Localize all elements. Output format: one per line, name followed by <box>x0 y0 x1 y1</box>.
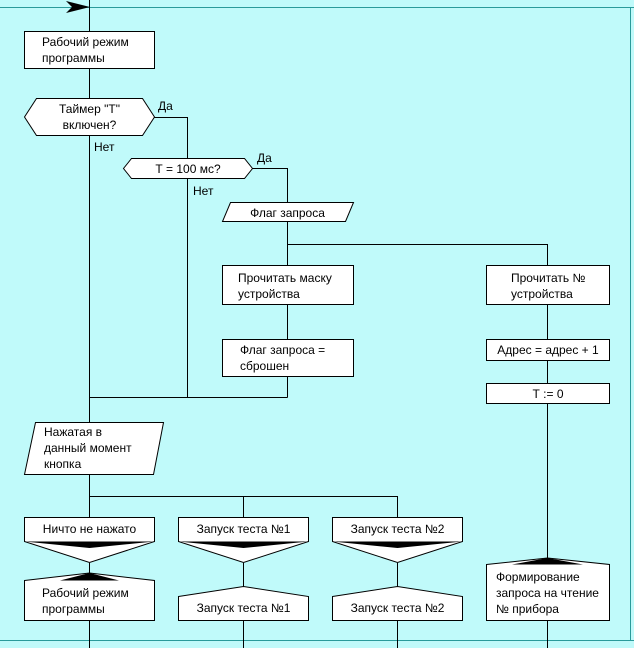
entry-arrow-icon <box>66 1 90 13</box>
t100-no-label: Нет <box>193 184 214 198</box>
case-nothing <box>24 517 155 564</box>
form-request-label: Формирование запроса на чтение № прибора <box>496 570 599 616</box>
test1-box <box>178 585 309 621</box>
nothing-pressed-label: Ничто не нажато <box>42 522 137 536</box>
read-number-box <box>486 265 610 305</box>
timer-yes-label: Да <box>158 99 173 113</box>
read-mask-box <box>222 265 354 305</box>
timer-no-label: Нет <box>94 140 115 154</box>
pressed-button-label: Нажатая в данный момент кнопка <box>44 425 132 471</box>
work-mode-bottom-box <box>24 572 155 621</box>
request-flag-io <box>221 202 355 222</box>
t100-decision <box>122 158 254 179</box>
t100-yes-label: Да <box>257 151 272 165</box>
work-mode-top-box <box>24 31 155 69</box>
t-reset-label: Т := 0 <box>532 387 564 401</box>
start-test1-case-label: Запуск теста №1 <box>196 522 291 536</box>
timer-decision <box>23 98 156 136</box>
case-test2 <box>332 517 463 564</box>
address-inc-label: Адрес = адрес + 1 <box>497 343 599 357</box>
flag-reset-label: Флаг запроса = сброшен <box>240 343 326 373</box>
read-number-label: Прочитать № устройства <box>511 271 586 301</box>
shapes <box>23 31 610 621</box>
form-request-box <box>486 557 610 621</box>
request-flag-label: Флаг запроса <box>250 206 325 220</box>
flag-reset-box <box>222 339 354 377</box>
start-test1-label: Запуск теста №1 <box>196 601 291 615</box>
pressed-button-io <box>23 422 165 475</box>
test2-box <box>332 585 463 621</box>
black-markers <box>24 541 583 581</box>
address-inc-box <box>486 339 610 361</box>
case-test1 <box>178 517 309 564</box>
start-test2-label: Запуск теста №2 <box>350 601 445 615</box>
read-mask-label: Прочитать маску устройства <box>238 271 332 301</box>
start-test2-case-label: Запуск теста №2 <box>350 522 445 536</box>
work-mode-top-label: Рабочий режим программы <box>42 35 129 65</box>
timer-question-label: Таймер "Т" включен? <box>59 102 120 132</box>
t100-question-label: Т = 100 мс? <box>155 162 221 176</box>
t-reset-box <box>486 383 610 404</box>
work-mode-bottom-label: Рабочий режим программы <box>42 586 129 616</box>
